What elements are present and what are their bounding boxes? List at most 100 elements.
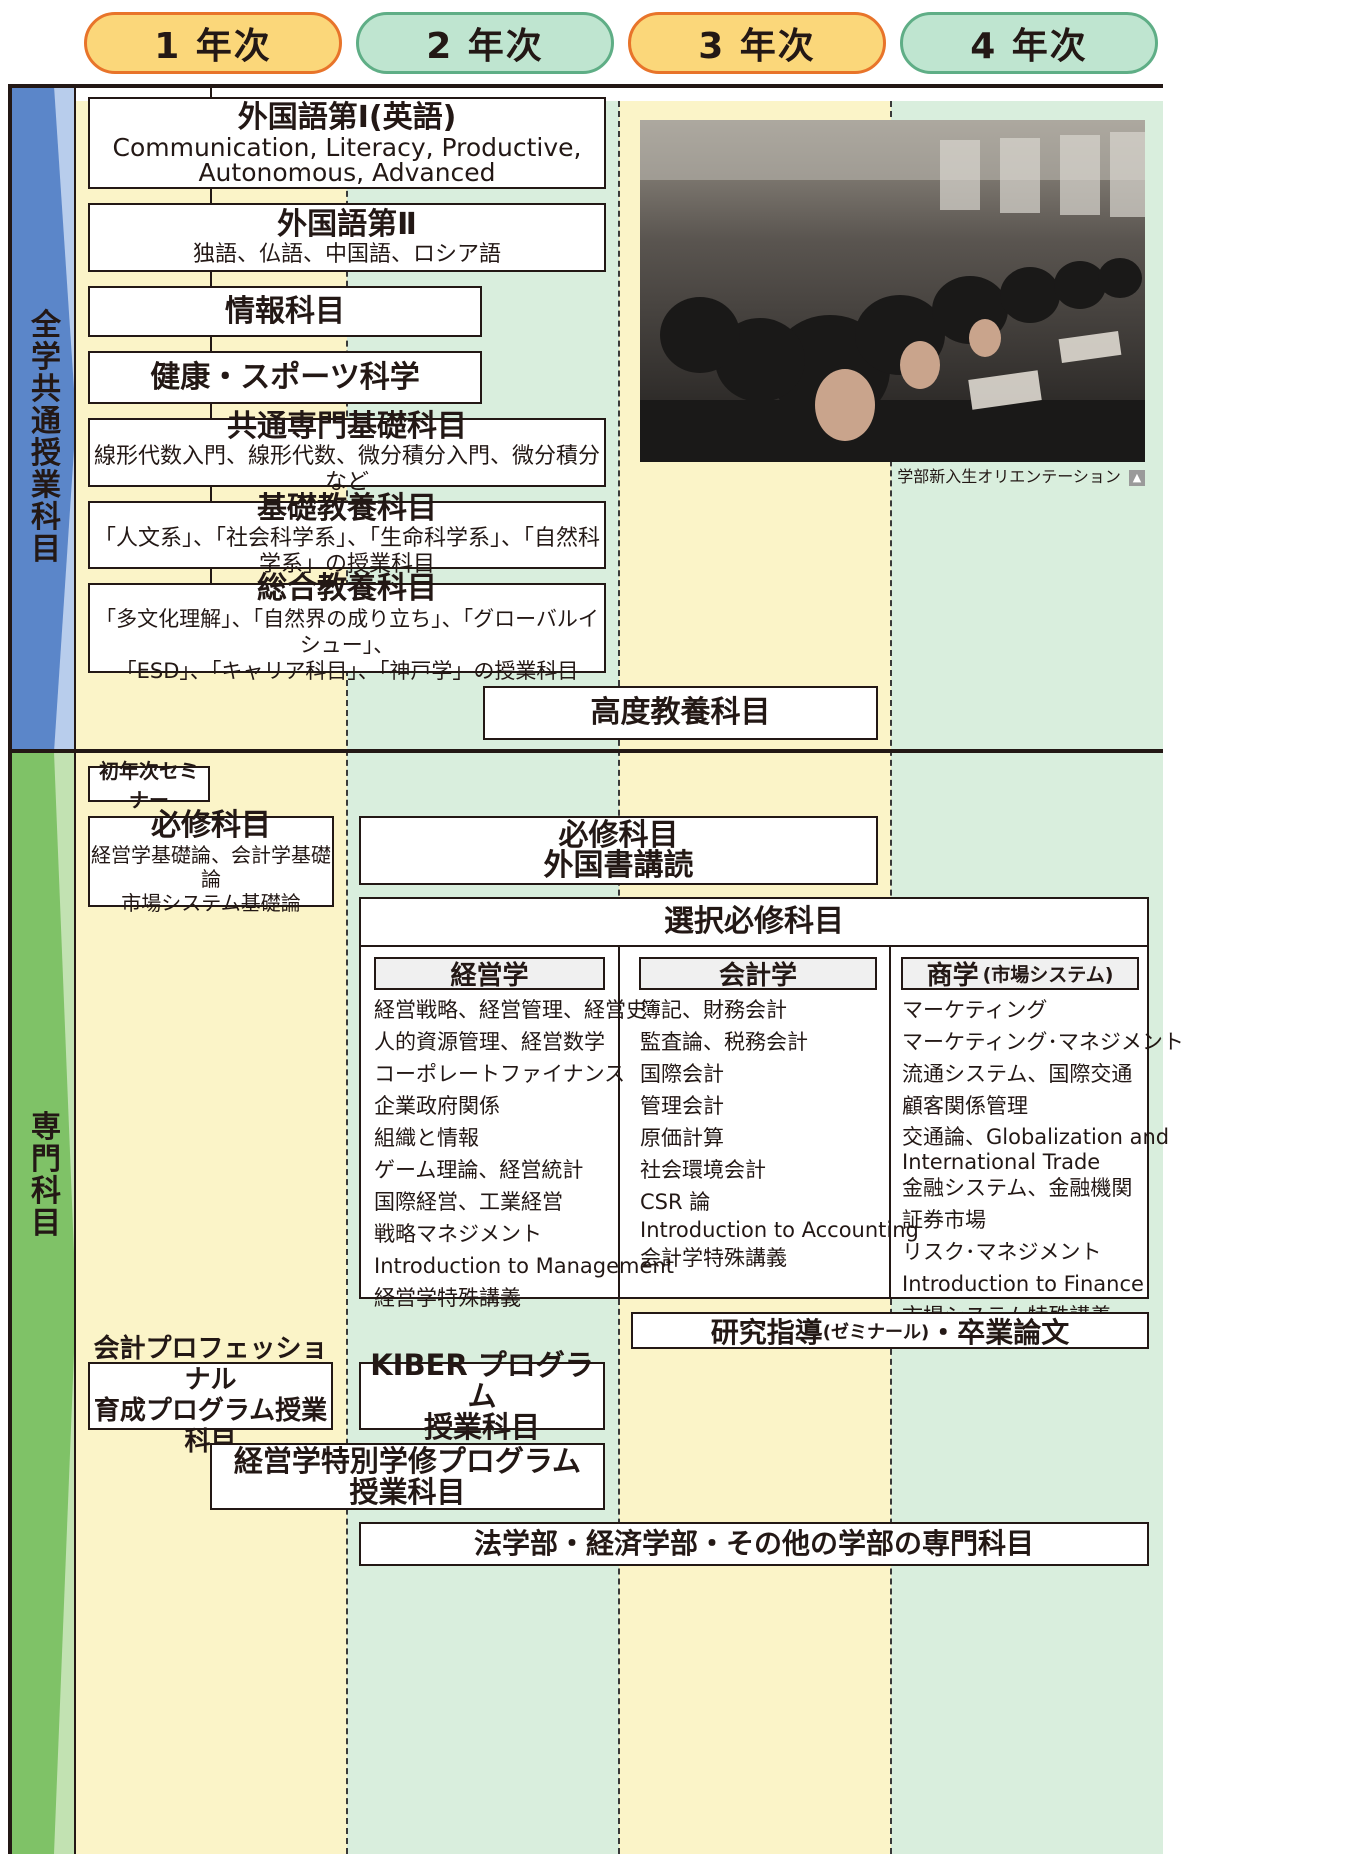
elective-course-item: 人的資源管理、経営数学 — [374, 1030, 605, 1054]
elective-course-item: 組織と情報 — [374, 1126, 479, 1150]
kiber-program-line1: KIBER プログラム — [370, 1347, 594, 1413]
research-guidance-box: 研究指導 (ゼミナール) ・卒業論文 — [631, 1312, 1149, 1349]
elective-required-title: 選択必修科目 — [664, 904, 844, 939]
elective-course-item: 企業政府関係 — [374, 1094, 500, 1118]
first-year-seminar-box: 初年次セミナー — [88, 759, 210, 812]
commerce-head-text: 商学 — [926, 961, 979, 991]
elective-course-item: 顧客関係管理 — [902, 1094, 1028, 1118]
common-section-band — [10, 86, 76, 752]
accounting-professional-line2: 育成プログラム授業科目 — [93, 1396, 328, 1457]
required-courses-sub2: 市場システム基礎論 — [121, 890, 301, 915]
accounting-head: 会計学 — [639, 957, 877, 991]
foreign-language-2-sub: 独語、仏語、中国語、ロシア語 — [192, 241, 501, 267]
management-list: 経営戦略、経営管理、経営史人的資源管理、経営数学コーポレートファイナンス企業政府… — [374, 994, 674, 1314]
elective-course-item: マーケティング — [902, 998, 1048, 1022]
general-education-sub1: 「多文化理解」、「自然界の成り立ち」、「グローバルイシュー」、 — [95, 607, 599, 657]
elective-course-item: 国際経営、工業経営 — [374, 1190, 563, 1214]
accounting-professional-box: 会計プロフェッショナル 育成プログラム授業科目 — [88, 1334, 333, 1457]
elective-divider-1 — [618, 947, 620, 1297]
major-section-label: 専門科目 — [31, 1110, 61, 1241]
year-1-header: 1 年次 — [84, 12, 342, 74]
triangle-icon: ▲ — [1129, 469, 1145, 486]
required-foreign-reading-title1: 必修科目 — [558, 817, 679, 853]
elective-course-item: 国際会計 — [640, 1062, 724, 1086]
elective-course-item: 監査論、税務会計 — [640, 1030, 808, 1054]
elective-course-item: Introduction to Finance — [902, 1272, 1144, 1296]
section-separator — [8, 749, 1163, 753]
liberal-arts-sub: 「人文系」、「社会科学系」、「生命科学系」、「自然科学系」の授業科目 — [93, 526, 600, 577]
management-head-text: 経営学 — [450, 961, 529, 991]
research-guidance-rest: ・卒業論文 — [929, 1315, 1070, 1349]
health-sports-box: 健康・スポーツ科学 — [88, 351, 482, 404]
major-section-band — [10, 752, 76, 1854]
elective-course-item: ゲーム理論、経営統計 — [374, 1158, 584, 1182]
required-foreign-reading-box: 必修科目 外国書講読 — [359, 816, 878, 885]
advanced-liberal-box: 高度教養科目 — [483, 686, 878, 740]
required-courses-title: 必修科目 — [151, 807, 271, 843]
common-basic-box: 共通専門基礎科目 線形代数入門、線形代数、微分積分入門、微分積分など — [88, 409, 606, 495]
advanced-liberal-title: 高度教養科目 — [590, 695, 771, 730]
elective-course-item: CSR 論 — [640, 1190, 711, 1214]
required-foreign-reading-title2: 外国書講読 — [543, 847, 694, 883]
elective-course-item: 社会環境会計 — [640, 1158, 766, 1182]
kiber-program-line2: 授業科目 — [423, 1409, 540, 1444]
research-guidance-small: (ゼミナール) — [822, 1321, 930, 1343]
commerce-head: 商学 (市場システム) — [901, 957, 1139, 991]
commerce-list: マーケティングマーケティング･マネジメント流通システム、国際交通顧客関係管理交通… — [902, 994, 1184, 1332]
divider-1-2 — [346, 101, 348, 1854]
foreign-language-2-title: 外国語第Ⅱ — [277, 206, 417, 242]
liberal-arts-title: 基礎教養科目 — [257, 491, 437, 526]
elective-course-item: マーケティング･マネジメント — [902, 1030, 1184, 1054]
elective-course-item: 原価計算 — [640, 1126, 724, 1150]
foreign-language-1-sub1: Communication, Literacy, Productive, — [112, 133, 582, 162]
year-4-header: 4 年次 — [900, 12, 1158, 74]
accounting-head-text: 会計学 — [718, 961, 797, 991]
research-guidance-main: 研究指導 — [710, 1315, 823, 1349]
elective-course-item: 証券市場 — [902, 1208, 986, 1232]
general-education-box: 総合教養科目 「多文化理解」、「自然界の成り立ち」、「グローバルイシュー」、 「… — [88, 572, 606, 683]
left-border — [8, 84, 12, 1854]
elective-course-item: 金融システム、金融機関 — [902, 1176, 1133, 1200]
connector-line — [210, 88, 212, 608]
orientation-photo — [640, 120, 1145, 462]
accounting-professional-line1: 会計プロフェッショナル — [93, 1334, 328, 1395]
general-education-title: 総合教養科目 — [257, 571, 437, 606]
top-border — [8, 84, 1163, 88]
elective-course-item: International Trade — [902, 1150, 1101, 1174]
required-courses-box: 必修科目 経営学基礎論、会計学基礎論 市場システム基礎論 — [88, 808, 334, 915]
elective-course-item: 簿記、財務会計 — [640, 998, 787, 1022]
special-study-program-box: 経営学特別学修プログラム 授業科目 — [210, 1443, 605, 1510]
special-study-program-line1: 経営学特別学修プログラム — [233, 1443, 582, 1478]
first-year-seminar-title: 初年次セミナー — [99, 759, 199, 812]
liberal-arts-box: 基礎教養科目 「人文系」、「社会科学系」、「生命科学系」、「自然科学系」の授業科… — [88, 492, 606, 577]
foreign-language-1-sub2: Autonomous, Advanced — [198, 158, 496, 187]
elective-course-item: 管理会計 — [640, 1094, 724, 1118]
other-faculties-box: 法学部・経済学部・その他の学部の専門科目 — [359, 1522, 1149, 1566]
health-sports-title: 健康・スポーツ科学 — [150, 359, 420, 395]
elective-course-item: 経営学特殊講義 — [374, 1286, 521, 1310]
elective-course-item: Introduction to Management — [374, 1254, 674, 1278]
common-basic-title: 共通専門基礎科目 — [227, 408, 467, 444]
elective-course-item: 交通論、Globalization and — [902, 1125, 1170, 1149]
elective-course-item: コーポレートファイナンス — [374, 1062, 626, 1086]
elective-course-item: リスク･マネジメント — [902, 1240, 1102, 1264]
general-education-sub2: 「ESD」、「キャリア科目」、「神戸学」の授業科目 — [115, 659, 579, 683]
information-box: 情報科目 — [88, 286, 482, 337]
elective-course-item: 経営戦略、経営管理、経営史 — [374, 998, 647, 1022]
accounting-list: 簿記、財務会計監査論、税務会計国際会計管理会計原価計算社会環境会計 CSR 論 In… — [640, 994, 919, 1274]
band-divider — [74, 84, 76, 1854]
elective-required-header: 選択必修科目 — [361, 899, 1147, 947]
year-2-header: 2 年次 — [356, 12, 614, 74]
required-courses-sub1: 経営学基礎論、会計学基礎論 — [91, 842, 331, 891]
common-section-label: 全学共通授業科目 — [31, 308, 61, 567]
kiber-program-box: KIBER プログラム 授業科目 — [359, 1349, 605, 1442]
foreign-language-2-box: 外国語第Ⅱ 独語、仏語、中国語、ロシア語 — [88, 203, 606, 272]
elective-course-item: 戦略マネジメント — [374, 1222, 542, 1246]
information-title: 情報科目 — [225, 293, 345, 329]
other-faculties-title: 法学部・経済学部・その他の学部の専門科目 — [473, 1527, 1034, 1560]
year-3-header: 3 年次 — [628, 12, 886, 74]
elective-divider-2 — [889, 947, 891, 1297]
elective-course-item: Introduction to Accounting — [640, 1218, 919, 1242]
elective-course-item: 流通システム、国際交通 — [902, 1062, 1133, 1086]
common-basic-sub: 線形代数入門、線形代数、微分積分入門、微分積分など — [93, 443, 600, 495]
